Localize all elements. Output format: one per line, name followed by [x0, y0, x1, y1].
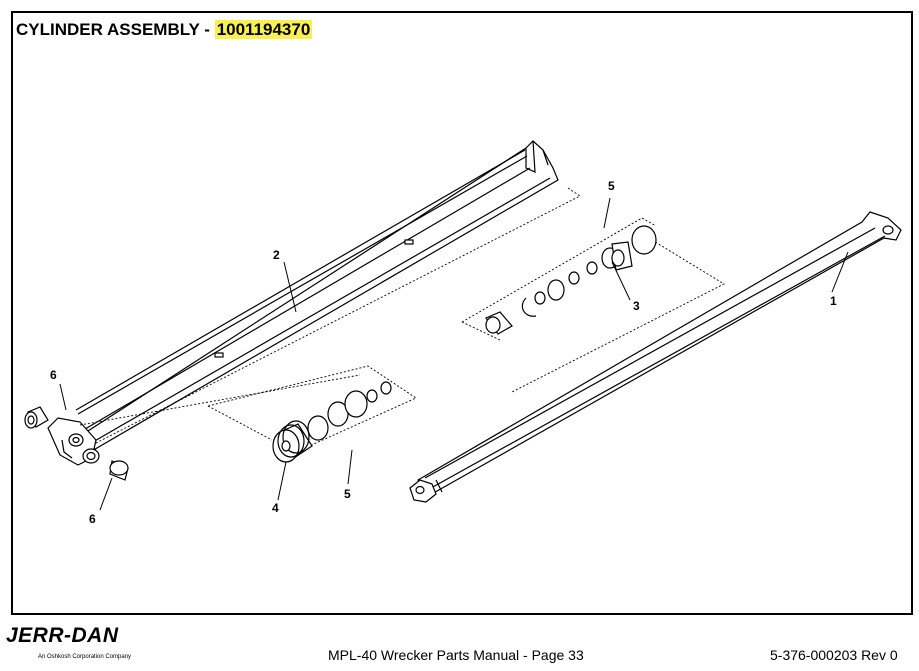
callout-5-lower: 5: [344, 487, 351, 501]
part-number-highlight: 1001194370: [214, 20, 313, 39]
callout-5-upper: 5: [608, 179, 615, 193]
logo-wordmark: JERR-DAN: [6, 624, 119, 647]
callout-1: 1: [830, 294, 837, 308]
seal-kit-box-lower: [79, 187, 581, 453]
title-prefix: CYLINDER ASSEMBLY -: [16, 20, 215, 39]
upper-seals: [485, 225, 657, 335]
piston: [272, 420, 313, 463]
lower-seals: [307, 381, 392, 441]
page-title: CYLINDER ASSEMBLY - 1001194370: [16, 20, 313, 40]
cylinder-barrel: [72, 140, 559, 453]
drawing-frame: [11, 11, 913, 615]
bushing-lower: [82, 448, 129, 481]
logo-tagline: An Oshkosh Corporation Company: [38, 654, 132, 660]
callout-4: 4: [272, 501, 279, 515]
bushing-upper: [24, 406, 49, 429]
footer-manual-page: MPL-40 Wrecker Parts Manual - Page 33: [328, 647, 584, 663]
callout-6-upper: 6: [50, 368, 57, 382]
callout-3: 3: [633, 299, 640, 313]
callout-6-lower: 6: [89, 512, 96, 526]
callout-2: 2: [273, 248, 280, 262]
jerr-dan-logo: JERR-DAN: [6, 624, 119, 648]
leader-lines: [59, 197, 849, 511]
footer-doc-revision: 5-376-000203 Rev 0: [770, 647, 898, 663]
piston-rod: [409, 211, 902, 503]
seal-kit-box-upper: [461, 217, 725, 393]
